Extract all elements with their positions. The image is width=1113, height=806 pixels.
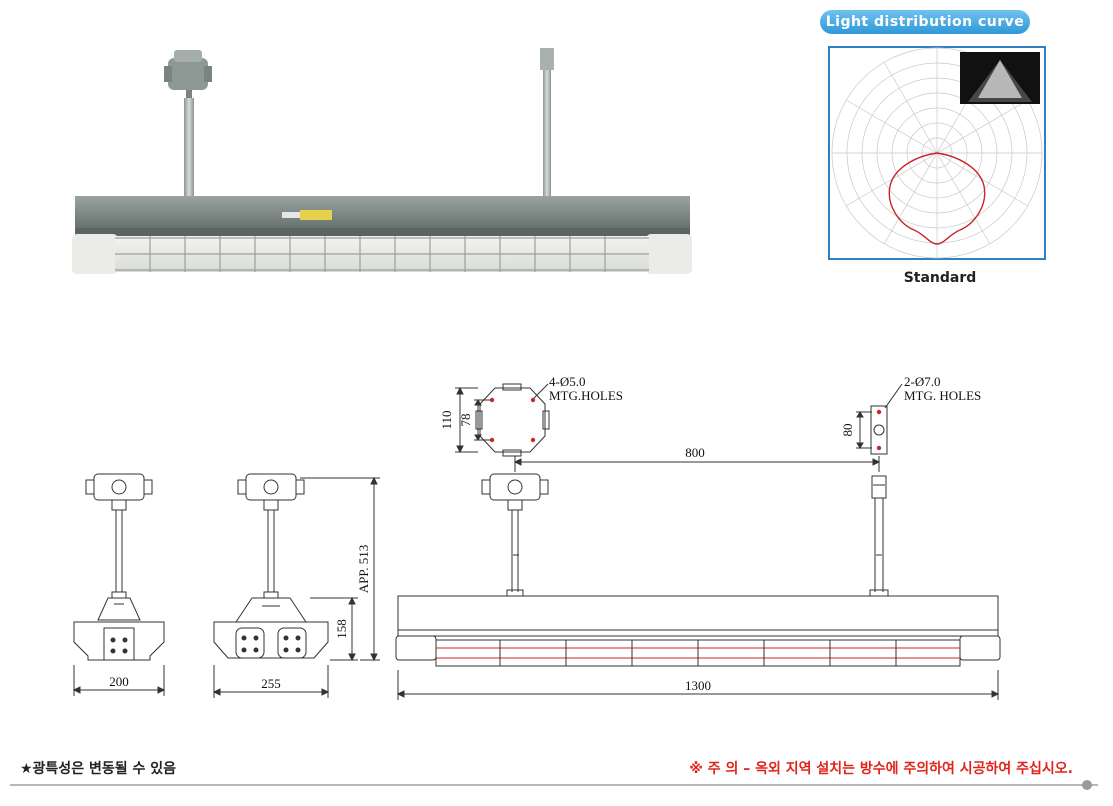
length-dimension: 1300 [685, 678, 711, 693]
junction-box [164, 50, 212, 100]
footer-divider-dot [1082, 780, 1092, 790]
wire-guard [115, 236, 649, 272]
mount-detail-a [455, 383, 550, 457]
luminaire-housing [75, 196, 690, 236]
polar-chart [828, 46, 1046, 260]
footer-warning: ※ 주 의 – 옥외 지역 설치는 방수에 주의하여 시공하여 주십시오. [689, 761, 1073, 777]
side-view-single [72, 473, 166, 696]
front-view [395, 456, 1001, 700]
suspension-pipe-left [184, 98, 194, 198]
dimension-drawing: 4-Ø5.0 MTG.HOLES 110 78 2-Ø7.0 MTG. HOLE… [72, 374, 1001, 700]
side-view-double [212, 473, 380, 698]
total-height-dimension: APP. 513 [356, 545, 371, 593]
width-double-dimension: 255 [261, 676, 281, 691]
width-single-dimension: 200 [109, 674, 129, 689]
product-photo [72, 48, 692, 274]
distribution-curve [888, 152, 986, 245]
beam-thumbnail [960, 52, 1040, 104]
mount-a-height: 110 [439, 410, 454, 429]
mount-b-label: MTG. HOLES [904, 388, 981, 403]
hanger-clamp [540, 48, 554, 70]
mount-b-height: 80 [840, 424, 855, 437]
footer-note: ★광특성은 변동될 수 있음 [20, 761, 176, 777]
spacing-dimension: 800 [685, 445, 705, 460]
footer-divider [10, 784, 1098, 786]
body-height-dimension: 158 [334, 619, 349, 639]
mount-b-spec: 2-Ø7.0 [904, 374, 940, 389]
mount-a-inner: 78 [458, 414, 473, 427]
mount-detail-b [856, 383, 903, 455]
distribution-title: Light distribution curve [820, 10, 1030, 34]
distribution-caption: Standard [903, 270, 977, 286]
mount-a-spec: 4-Ø5.0 [549, 374, 585, 389]
mount-a-label: MTG.HOLES [549, 388, 623, 403]
suspension-pipe-right [543, 70, 551, 198]
end-cap-left [72, 234, 118, 274]
end-cap-right [646, 234, 692, 274]
